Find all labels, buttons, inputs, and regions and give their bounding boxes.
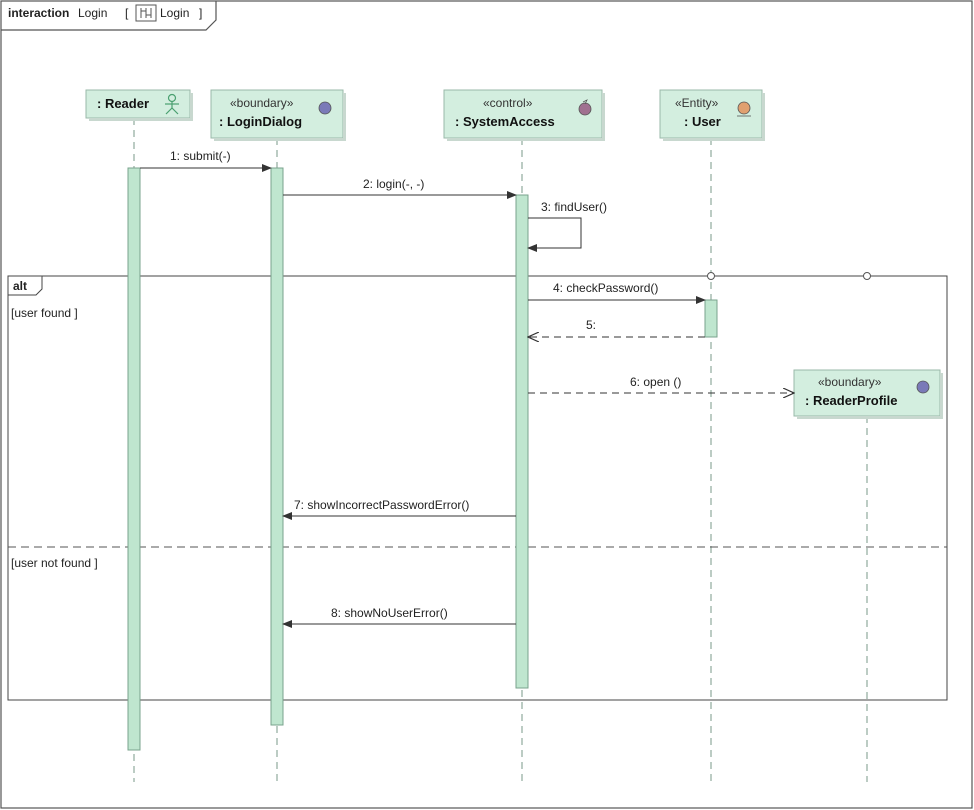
fragment-lifeline-marker [863,272,871,280]
activation-systemaccess [515,194,529,689]
lifeline-name-user: : User [684,114,721,129]
lifeline-name-logindialog: : LoginDialog [219,114,302,129]
activation-reader [127,167,141,751]
message-label-5: 5: [586,318,596,332]
lifeline-head-reader[interactable]: : Reader [85,89,193,121]
guard-user-not-found: [user not found ] [11,556,98,570]
message-1[interactable]: 1: submit(-) [140,149,272,172]
lifeline-name-readerprofile: : ReaderProfile [805,393,897,408]
frame-title-tab [1,1,217,31]
frame-bracket-open: [ [125,6,129,20]
boundary-icon [318,101,332,115]
message-label-2: 2: login(-, -) [363,177,424,191]
message-5[interactable]: 5: [528,318,705,337]
message-label-8: 8: showNoUserError() [331,606,448,620]
control-icon [578,99,592,116]
message-2[interactable]: 2: login(-, -) [283,177,517,199]
entity-icon [737,101,751,117]
activation-logindialog [270,167,284,726]
boundary-icon [916,380,930,394]
message-label-4: 4: checkPassword() [553,281,658,295]
frame-ref-name: Login [160,6,189,20]
lifeline-head-logindialog[interactable]: «boundary» : LoginDialog [210,89,346,141]
lifeline-head-readerprofile[interactable]: «boundary» : ReaderProfile [793,369,943,419]
guard-user-found: [user found ] [11,306,78,320]
lifeline-stereotype-user: «Entity» [675,96,719,110]
message-4[interactable]: 4: checkPassword() [528,281,706,304]
lifeline-stereotype-logindialog: «boundary» [230,96,294,110]
lifeline-stereotype-systemaccess: «control» [483,96,533,110]
message-6[interactable]: 6: open () [528,375,794,393]
lifeline-name-reader: : Reader [97,96,149,111]
message-label-1: 1: submit(-) [170,149,231,163]
alt-operator-label: alt [13,279,27,293]
frame-bracket-close: ] [199,6,202,20]
fragment-lifeline-marker [707,272,715,280]
message-3[interactable]: 3: findUser() [527,200,607,252]
frame-name: Login [78,6,107,20]
lifeline-head-systemaccess[interactable]: «control» : SystemAccess [443,89,605,141]
message-7[interactable]: 7: showIncorrectPasswordError() [282,498,516,520]
actor-icon [165,93,179,115]
message-label-7: 7: showIncorrectPasswordError() [294,498,469,512]
message-8[interactable]: 8: showNoUserError() [282,606,516,628]
alt-fragment: alt [user found ] [user not found ] [7,272,948,701]
activation-user [704,299,718,338]
lifeline-stereotype-readerprofile: «boundary» [818,375,882,389]
message-label-3: 3: findUser() [541,200,607,214]
message-label-6: 6: open () [630,375,681,389]
interaction-ref-icon [135,4,157,22]
lifeline-head-user[interactable]: «Entity» : User [659,89,765,141]
frame-keyword: interaction [8,6,69,20]
lifeline-name-systemaccess: : SystemAccess [455,114,555,129]
